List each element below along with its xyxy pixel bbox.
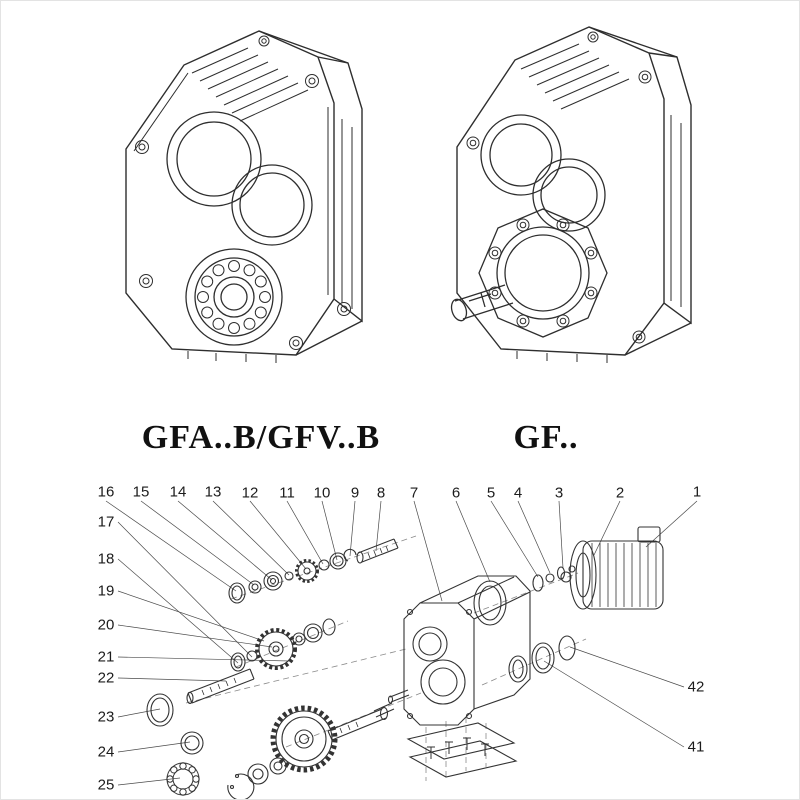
input-shaft-assembly (228, 538, 399, 604)
callout-13: 13 (202, 483, 224, 501)
callout-24: 24 (95, 743, 117, 761)
circlip (227, 773, 255, 799)
model-label-gfab: GFA..B/GFV..B (141, 419, 381, 456)
housing-outline (125, 30, 363, 356)
callout-17: 17 (95, 513, 117, 531)
bolt-holes (135, 35, 351, 350)
gear-housing (403, 575, 531, 726)
motor-fasteners (532, 565, 576, 592)
callout-18: 18 (95, 550, 117, 568)
cooling-ribs (516, 43, 682, 363)
callout-42: 42 (685, 678, 707, 696)
callout-9: 9 (348, 484, 362, 502)
output-bearing (180, 731, 204, 755)
callout-4: 4 (511, 484, 525, 502)
bearing-bores (480, 114, 606, 232)
callout-23: 23 (95, 708, 117, 726)
assembly-axes (185, 535, 587, 781)
gasket-plates (406, 722, 518, 778)
bolt-holes (466, 31, 652, 344)
callout-10: 10 (311, 484, 333, 502)
callout-25: 25 (95, 776, 117, 794)
callout-22: 22 (95, 669, 117, 687)
shaft-rings (508, 635, 576, 683)
callout-5: 5 (484, 484, 498, 502)
ball-bearing (166, 762, 200, 796)
model-label-gf: GF.. (513, 419, 579, 456)
callout-21: 21 (95, 648, 117, 666)
oil-seal (146, 693, 174, 727)
callout-6: 6 (449, 484, 463, 502)
pinion-shaft (186, 668, 255, 705)
cooling-ribs (133, 47, 353, 363)
output-shaft (327, 689, 410, 741)
callout-7: 7 (407, 484, 421, 502)
callout-14: 14 (167, 483, 189, 501)
output-gear (270, 705, 338, 773)
exploded-view-drawing (105, 500, 698, 799)
bearing-bores (166, 111, 313, 346)
gearbox-drawing-gfab (125, 30, 363, 363)
intermediate-gear-cluster (230, 618, 336, 672)
callout-19: 19 (95, 582, 117, 600)
housing-outline (456, 26, 692, 356)
callout-2: 2 (613, 484, 627, 502)
leader-lines (105, 500, 698, 786)
gearbox-drawing-gf (450, 26, 692, 363)
callout-15: 15 (130, 483, 152, 501)
flange-bolt-holes (488, 218, 598, 328)
callout-11: 11 (277, 484, 297, 502)
output-ball-bearing (197, 260, 271, 334)
callout-12: 12 (239, 484, 261, 502)
callout-1: 1 (690, 483, 704, 501)
callout-3: 3 (552, 484, 566, 502)
output-flange (478, 208, 608, 338)
callout-20: 20 (95, 616, 117, 634)
bolts (427, 737, 489, 759)
adapter-ring (473, 580, 507, 626)
callout-41: 41 (685, 738, 707, 756)
callout-16: 16 (95, 483, 117, 501)
callout-8: 8 (374, 484, 388, 502)
electric-motor (560, 526, 664, 610)
output-shaft (450, 284, 514, 322)
